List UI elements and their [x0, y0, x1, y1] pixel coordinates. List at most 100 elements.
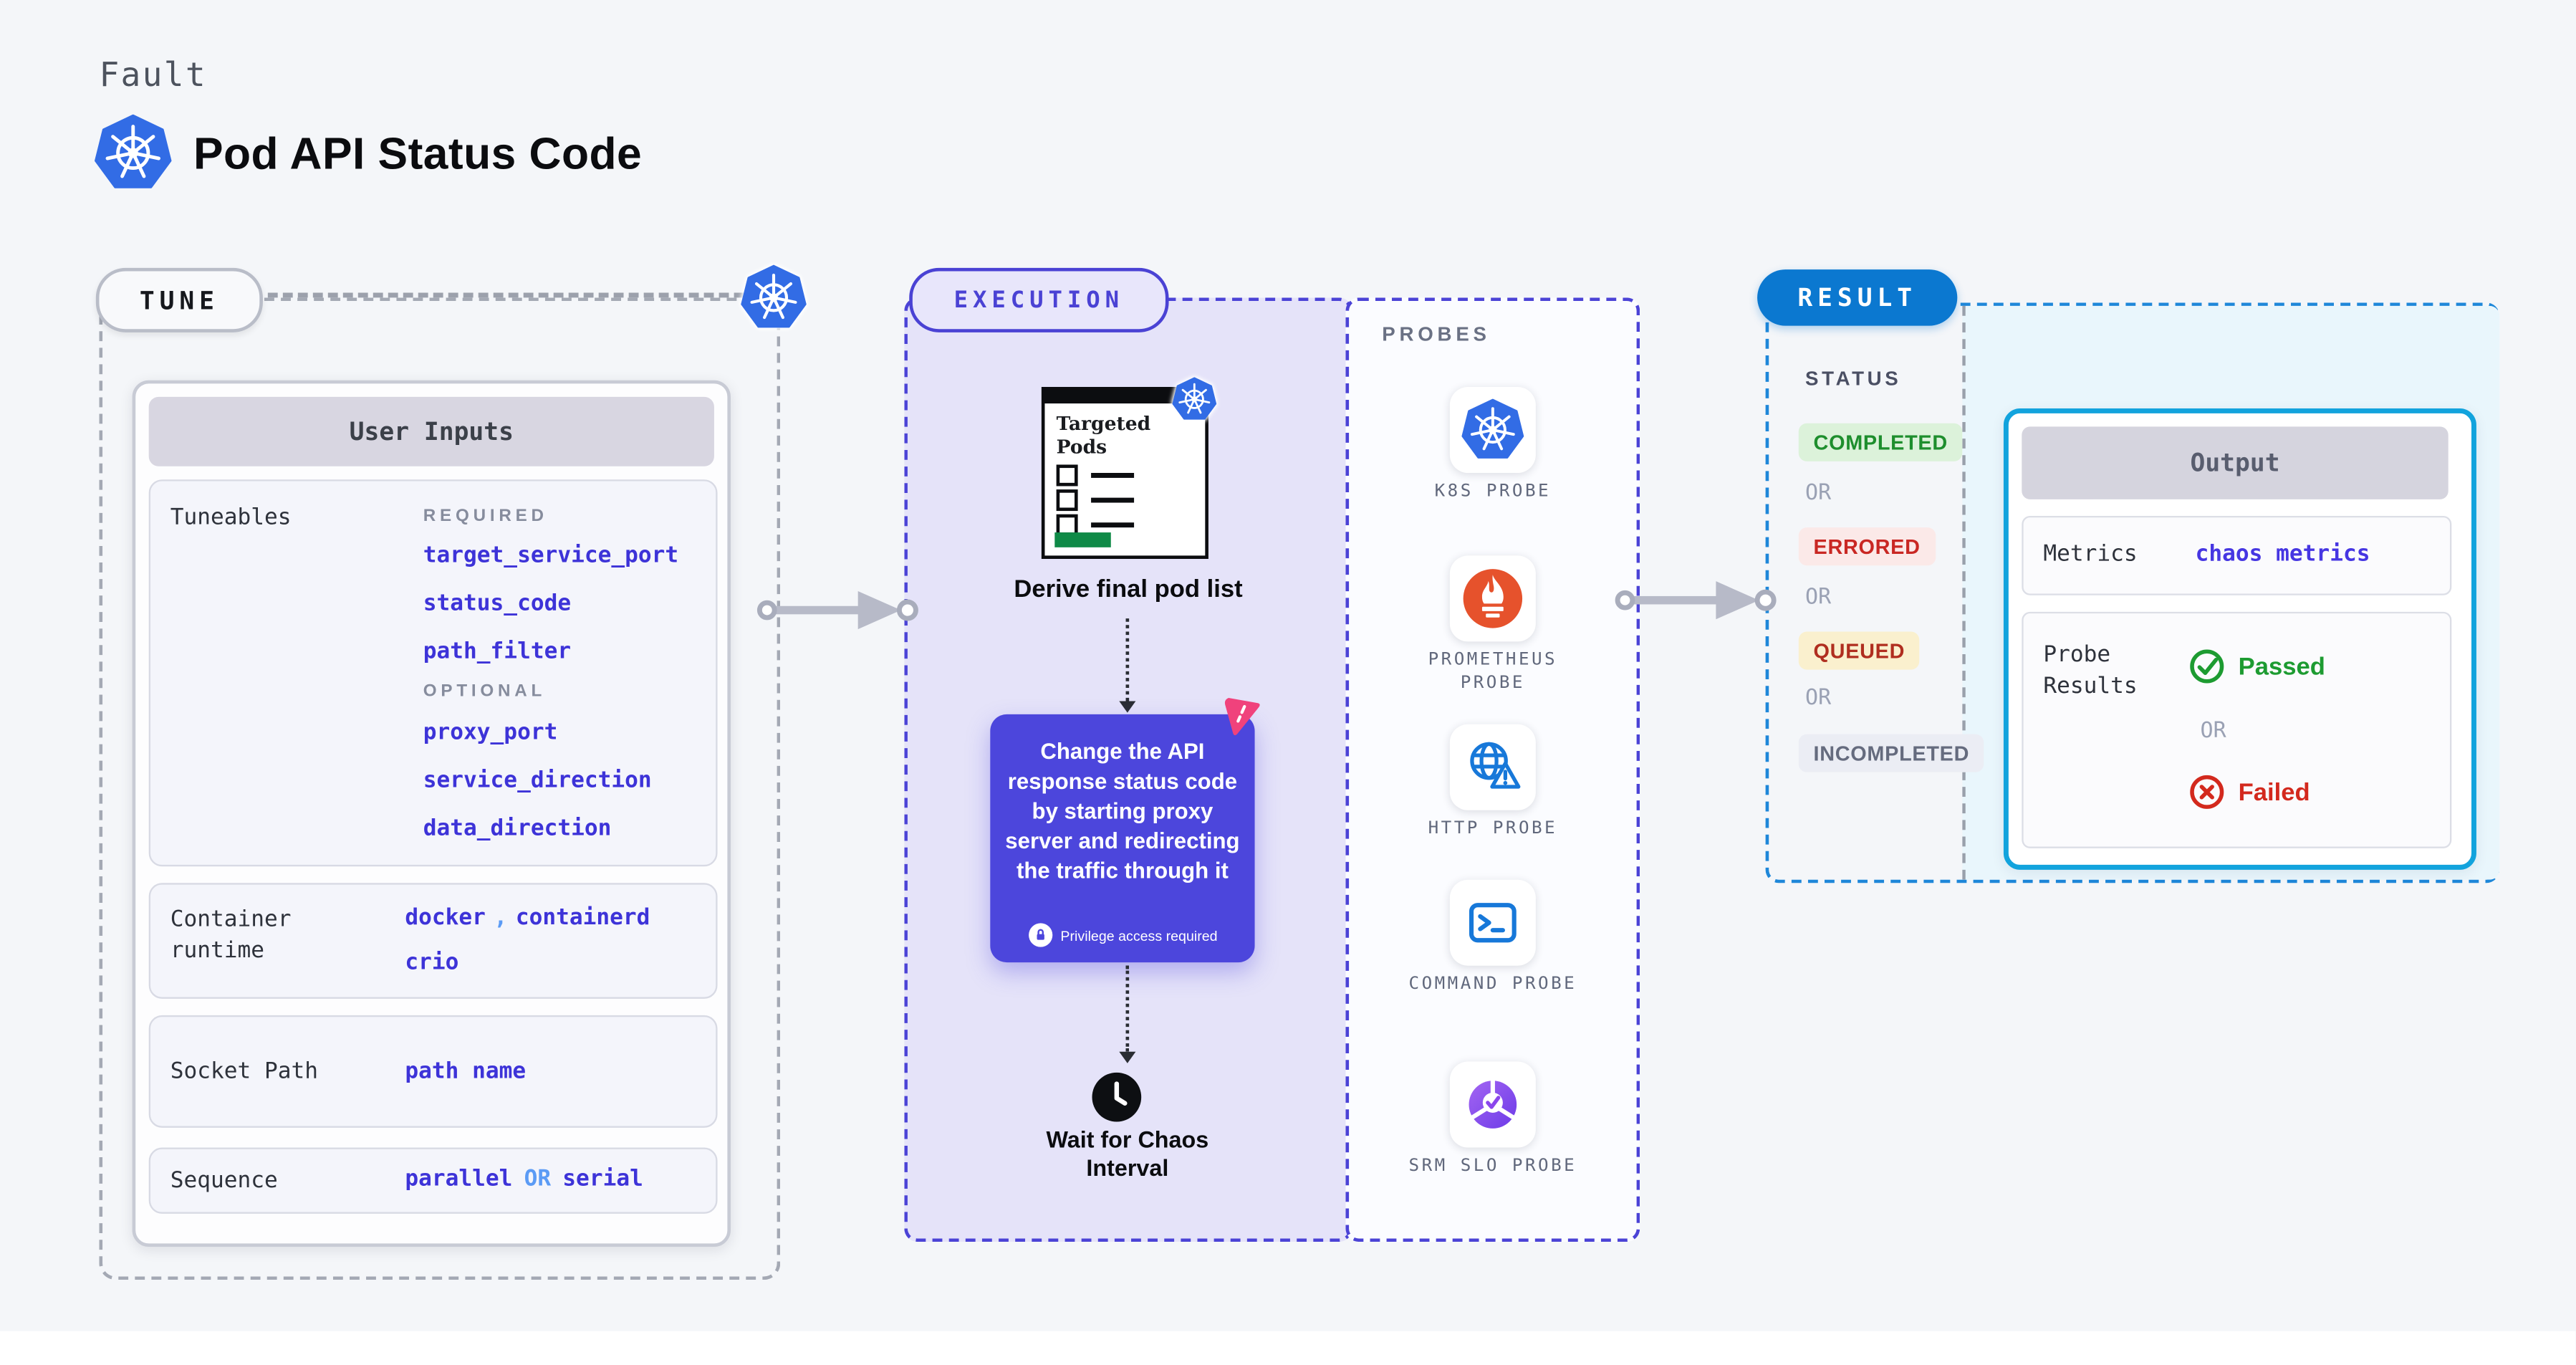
check-circle-icon: [2190, 649, 2224, 684]
metrics-label: Metrics: [2043, 540, 2138, 567]
execution-to-result-arrow: [1613, 579, 1779, 622]
status-badge-completed: COMPLETED: [1798, 423, 1963, 461]
pod-list-item: [1056, 464, 1135, 487]
fault-action-text: Change the API response status code by s…: [1005, 739, 1240, 883]
window-titlebar: [1043, 388, 1199, 404]
tuneable-optional-item: data_direction: [423, 815, 612, 842]
container-runtime-label: Container runtime: [170, 906, 292, 964]
metrics-row: Metrics chaos metrics: [2022, 516, 2452, 595]
passed-label: Passed: [2238, 652, 2325, 681]
list-line: [1091, 473, 1135, 478]
socket-path-value: path name: [405, 1058, 527, 1085]
checkbox-icon: [1056, 489, 1078, 512]
socket-path-label: Socket Path: [170, 1058, 319, 1085]
runtime-value: crio: [405, 949, 459, 976]
prometheus-probe-card: [1449, 555, 1536, 642]
dotted-connector: [1125, 965, 1130, 1052]
targeted-pods-title: Targeted Pods: [1056, 411, 1151, 459]
page-title: Pod API Status Code: [193, 129, 643, 179]
failed-label: Failed: [2238, 777, 2310, 807]
probe-label: COMMAND PROBE: [1408, 974, 1577, 994]
execution-badge: EXECUTION: [909, 267, 1169, 332]
sequence-values: parallel OR serial: [405, 1166, 643, 1192]
optional-section-label: OPTIONAL: [423, 681, 547, 701]
required-section-label: REQUIRED: [423, 506, 548, 526]
status-badge-errored: ERRORED: [1798, 527, 1936, 566]
kubernetes-icon: [741, 264, 807, 330]
socket-path-box: Socket Path path name: [148, 1015, 718, 1128]
wait-chaos-interval-label: Wait for Chaos Interval: [1046, 1126, 1209, 1181]
slo-donut-check-icon: [1469, 1079, 1517, 1129]
user-inputs-card: User Inputs Tuneables REQUIRED target_se…: [132, 380, 731, 1247]
checkbox-icon: [1056, 464, 1078, 487]
probe-label: K8S PROBE: [1434, 481, 1552, 502]
status-title: STATUS: [1805, 367, 1902, 391]
probe-label: PROMETHEUS PROBE: [1428, 649, 1558, 692]
sequence-value: serial: [562, 1165, 643, 1192]
probes-title: PROBES: [1382, 322, 1491, 346]
arrow-down-icon: [1119, 701, 1136, 713]
or-separator: OR: [1805, 481, 1832, 507]
litmus-chaos-icon: [1224, 698, 1260, 736]
sequence-label: Sequence: [170, 1167, 278, 1194]
x-circle-icon: [2190, 775, 2224, 809]
container-runtime-values-line1: docker , containerd: [405, 904, 650, 931]
clock-icon: [1092, 1072, 1142, 1122]
kubernetes-icon: [95, 114, 172, 191]
tune-badge: TUNE: [95, 267, 263, 332]
failed-row: Failed: [2188, 774, 2310, 810]
tuneable-optional-item: service_direction: [423, 767, 652, 794]
tune-dashed-connector: [267, 292, 744, 298]
user-inputs-header: User Inputs: [148, 396, 714, 466]
passed-row: Passed: [2188, 648, 2325, 685]
command-probe-card: [1449, 879, 1536, 966]
pod-list-item: [1056, 489, 1135, 512]
kubernetes-icon: [1172, 377, 1216, 421]
probe-label: HTTP PROBE: [1428, 818, 1558, 839]
tuneable-required-item: status_code: [423, 590, 572, 617]
or-separator: OR: [1805, 585, 1832, 610]
arrow-down-icon: [1119, 1051, 1136, 1063]
tune-to-execution-arrow: [756, 589, 921, 632]
metrics-value: chaos metrics: [2195, 540, 2370, 567]
fault-action-card: Change the API response status code by s…: [990, 714, 1255, 963]
terminal-icon: [1469, 903, 1517, 943]
sequence-box: Sequence parallel OR serial: [148, 1147, 718, 1214]
list-line: [1091, 498, 1135, 502]
sequence-connector: OR: [524, 1165, 552, 1192]
or-separator: OR: [2200, 719, 2226, 744]
kubernetes-icon: [1461, 398, 1524, 461]
tuneables-box: Tuneables REQUIRED target_service_port s…: [148, 479, 718, 867]
probes-panel: PROBES K8S PROBE PROMETHEUS PROBE: [1345, 297, 1640, 1242]
output-header: Output: [2022, 426, 2448, 499]
srm-slo-probe-card: [1449, 1061, 1536, 1148]
status-badge-incompleted: INCOMPLETED: [1798, 734, 1984, 772]
status-badge-queued: QUEUED: [1798, 631, 1920, 670]
prometheus-icon: [1463, 569, 1523, 628]
probe-label: SRM SLO PROBE: [1408, 1156, 1577, 1176]
targeted-pods-window: Targeted Pods: [1041, 387, 1208, 560]
execution-panel: Targeted Pods Derive final pod list Chan…: [904, 297, 1352, 1242]
tuneable-required-item: target_service_port: [423, 542, 679, 569]
probe-results-row: Probe Results Passed OR Failed: [2022, 611, 2452, 848]
runtime-separator: ,: [494, 904, 508, 931]
container-runtime-box: Container runtime docker , containerd cr…: [148, 883, 718, 999]
dotted-connector: [1125, 618, 1130, 701]
runtime-value: containerd: [515, 904, 650, 931]
or-separator: OR: [1805, 686, 1832, 712]
http-probe-card: [1449, 724, 1536, 810]
sequence-value: parallel: [405, 1165, 513, 1192]
result-badge: RESULT: [1757, 269, 1958, 326]
green-button-bar: [1054, 532, 1111, 547]
tuneables-label: Tuneables: [170, 504, 292, 531]
privilege-row: Privilege access required: [990, 923, 1254, 948]
tune-panel: [99, 297, 781, 1280]
derive-pod-list-label: Derive final pod list: [1014, 575, 1243, 604]
http-globe-warning-icon: [1470, 742, 1521, 789]
result-panel: STATUS COMPLETED OR ERRORED OR QUEUED OR…: [1765, 302, 2500, 883]
tuneable-optional-item: proxy_port: [423, 719, 558, 746]
fault-category-label: Fault: [99, 54, 207, 95]
tuneable-required-item: path_filter: [423, 638, 572, 665]
bottom-strip: [0, 1331, 2576, 1365]
